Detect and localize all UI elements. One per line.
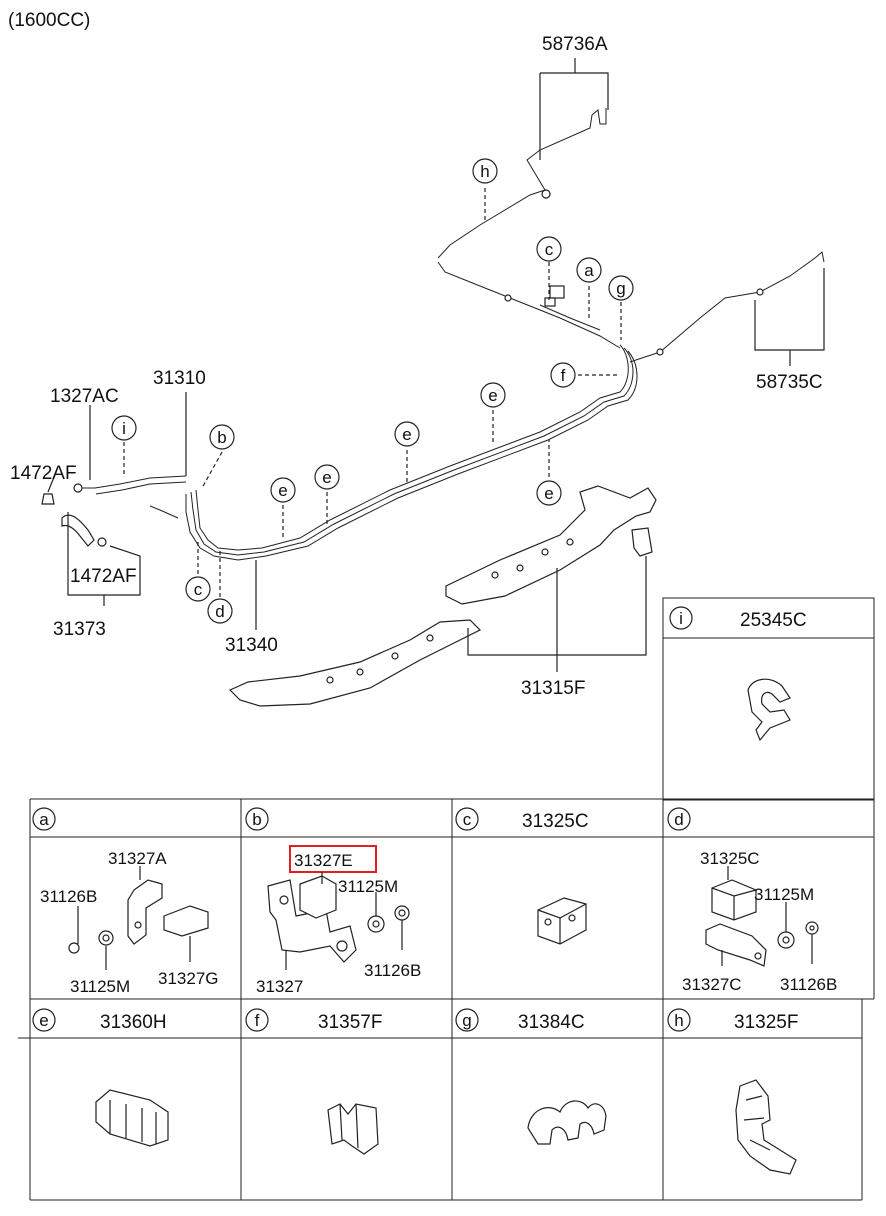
floor-brackets	[228, 485, 657, 707]
callout-b: b	[209, 424, 235, 450]
panel-c-part: 31325C	[522, 811, 589, 832]
svg-text:e: e	[544, 484, 553, 503]
svg-text:f: f	[561, 366, 566, 385]
panel-letter-b: b	[245, 807, 269, 831]
panel-titles: 25345C 31325C 31360H 31357F 31384C 31325…	[100, 610, 807, 1033]
panel-letter-h: h	[667, 1008, 691, 1032]
callout-e-3: e	[314, 464, 340, 490]
panel-g-part: 31384C	[518, 1012, 585, 1033]
highlight-box	[289, 845, 377, 873]
svg-text:31126B: 31126B	[40, 887, 97, 906]
callout-d: d	[207, 598, 233, 624]
svg-text:31125M: 31125M	[754, 885, 814, 904]
callouts: h c a g f e e e e e i b c d	[111, 158, 634, 624]
fuel-tube-assembly	[41, 108, 825, 561]
panel-letters: i a b c d e f g h	[32, 606, 693, 1032]
svg-text:c: c	[545, 240, 554, 259]
callout-a: a	[576, 257, 602, 283]
clip-31360H	[95, 1089, 169, 1147]
svg-text:31126B: 31126B	[780, 975, 837, 994]
panel-letter-e: e	[32, 1008, 56, 1032]
label-31315F: 31315F	[521, 678, 585, 699]
panel-d-parts: 31325C 31125M 31327C 31126B	[682, 849, 837, 994]
svg-text:e: e	[278, 481, 287, 500]
svg-text:31125M: 31125M	[70, 977, 130, 996]
svg-text:g: g	[462, 1011, 471, 1030]
svg-text:a: a	[584, 261, 594, 280]
engine-note: (1600CC)	[8, 10, 90, 31]
clip-31325C	[537, 897, 587, 945]
svg-text:31327C: 31327C	[682, 975, 742, 994]
label-1472AF-bottom: 1472AF	[70, 566, 137, 587]
svg-text:f: f	[255, 1011, 260, 1030]
clip-31384C	[527, 1100, 607, 1145]
callout-e-1: e	[480, 382, 506, 408]
panel-b-parts: 31327E 31125M 31327 31126B	[256, 845, 421, 996]
part-labels: 58736A 58735C 31310 1327AC 1472AF 1472AF…	[10, 34, 823, 699]
callout-arrows	[123, 188, 622, 597]
svg-text:d: d	[674, 810, 683, 829]
svg-text:31327G: 31327G	[158, 969, 219, 988]
svg-text:c: c	[194, 580, 203, 599]
panel-letter-g: g	[455, 1008, 479, 1032]
panel-letter-c: c	[455, 807, 479, 831]
callout-g: g	[608, 275, 634, 301]
svg-text:g: g	[616, 279, 625, 298]
label-31373: 31373	[53, 619, 106, 640]
highlighted-part: 31327E	[294, 851, 353, 870]
svg-text:e: e	[322, 468, 331, 487]
panel-e-part: 31360H	[100, 1012, 167, 1033]
svg-text:31327: 31327	[256, 977, 303, 996]
svg-text:c: c	[463, 810, 472, 829]
callout-f: f	[550, 362, 576, 388]
panel-letter-i: i	[669, 606, 693, 630]
svg-text:31327A: 31327A	[108, 849, 167, 868]
svg-text:i: i	[122, 419, 126, 438]
label-31340: 31340	[225, 635, 278, 656]
svg-text:e: e	[488, 386, 497, 405]
label-1327AC: 1327AC	[50, 386, 119, 407]
panel-h-part: 31325F	[734, 1012, 798, 1033]
svg-text:e: e	[402, 425, 411, 444]
callout-e-2: e	[394, 421, 420, 447]
leader-lines	[47, 58, 825, 672]
svg-text:i: i	[679, 609, 683, 628]
clip-25345C	[747, 678, 791, 742]
svg-text:h: h	[674, 1011, 683, 1030]
svg-text:31126B: 31126B	[364, 961, 421, 980]
label-1472AF-top: 1472AF	[10, 463, 77, 484]
callout-c-bottom: c	[185, 576, 211, 602]
svg-text:b: b	[217, 428, 226, 447]
callout-h: h	[472, 158, 498, 184]
label-31310: 31310	[153, 368, 206, 389]
svg-text:31325C: 31325C	[700, 849, 760, 868]
svg-text:h: h	[480, 162, 489, 181]
panel-letter-f: f	[245, 1008, 269, 1032]
callout-e-4: e	[270, 477, 296, 503]
svg-text:e: e	[39, 1011, 48, 1030]
label-58735C: 58735C	[756, 372, 823, 393]
detail-grid	[18, 597, 875, 1201]
clip-31357F	[327, 1103, 379, 1155]
panel-letter-d: d	[667, 807, 691, 831]
panel-letter-a: a	[32, 807, 56, 831]
clip-31325F	[735, 1079, 797, 1175]
label-58736A: 58736A	[542, 34, 608, 55]
svg-text:31125M: 31125M	[338, 877, 398, 896]
callout-c-top: c	[536, 236, 562, 262]
panel-i-part: 25345C	[740, 610, 807, 631]
svg-text:d: d	[215, 602, 224, 621]
callout-i: i	[111, 415, 137, 441]
panel-a-parts: 31327A 31126B 31125M 31327G	[40, 849, 219, 996]
panel-f-part: 31357F	[318, 1012, 382, 1033]
svg-text:a: a	[39, 810, 49, 829]
svg-text:b: b	[252, 810, 261, 829]
callout-e-5: e	[536, 480, 562, 506]
